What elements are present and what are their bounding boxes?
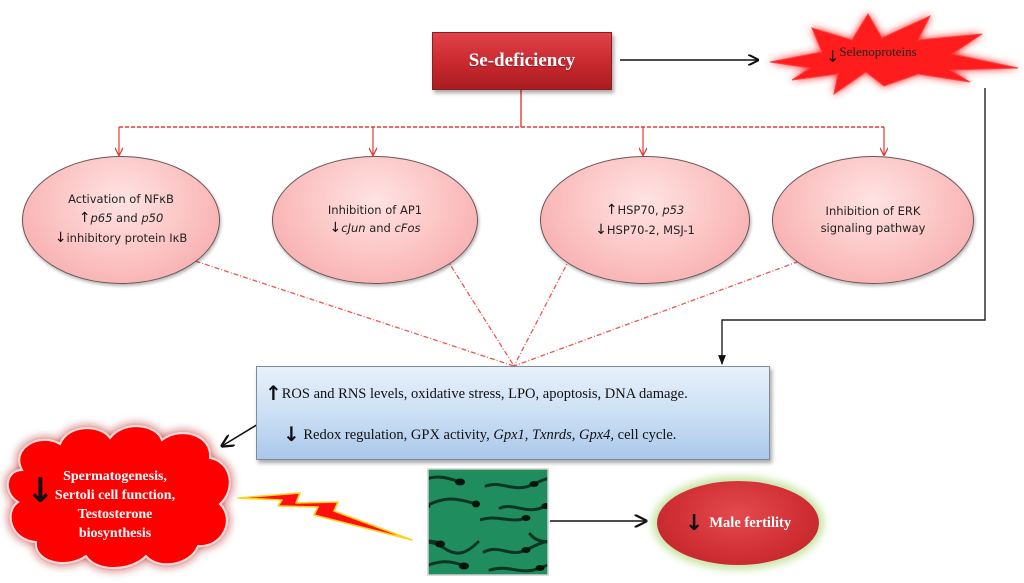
converge-line-nfkb	[185, 257, 515, 367]
text-fragment: Txnrds, Gpx4,	[532, 427, 615, 443]
text-fragment: and	[365, 221, 395, 236]
text-fragment: p65	[90, 211, 113, 226]
lightning-bolt-icon	[237, 492, 413, 541]
down-arrow-icon: ↓	[329, 220, 342, 237]
pathway-text-line: Activation of NFκB	[68, 191, 174, 208]
testis-effect-line: Spermatogenesis,	[63, 469, 167, 484]
up-arrow-icon: ↑	[265, 381, 282, 405]
down-arrow-icon: ↓	[283, 422, 300, 446]
converge-line-erk	[513, 257, 809, 367]
pathway-ellipse-hsp70: ↑HSP70, p53↓HSP70-2, MSJ-1	[540, 156, 750, 284]
selenoproteins-label: Selenoproteins	[839, 44, 917, 59]
text-fragment: ,	[524, 427, 533, 443]
pathway-text-line: ↓HSP70-2, MSJ-1	[595, 220, 695, 240]
pathway-ellipse-nfkb: Activation of NFκB↑p65 and p50↓inhibitor…	[22, 156, 220, 284]
text-fragment: and	[112, 211, 142, 226]
selenoproteins-to-effects-arrow	[718, 88, 986, 365]
pathway-text-line: signaling pathway	[821, 220, 926, 237]
text-fragment: Activation of NFκB	[68, 192, 174, 207]
male-fertility-ellipse: ↓ Male fertility	[657, 481, 819, 565]
pathway-ellipse-erk: Inhibition of ERK signaling pathway	[772, 156, 974, 284]
pathway-text-line: ↑p65 and p50	[79, 208, 164, 228]
se-deficiency-box: Se-deficiency	[432, 32, 612, 90]
down-arrow-icon: ↓	[684, 510, 704, 536]
converge-line-hsp70	[513, 257, 571, 367]
text-fragment: cJun	[341, 221, 366, 236]
down-arrow-icon: ↓	[595, 222, 607, 238]
text-fragment: HSP70,	[617, 202, 663, 217]
testis-effects-text: Spermatogenesis, Sertoli cell function, …	[40, 468, 190, 544]
testis-effects-cloud	[7, 425, 231, 569]
text-fragment: Inhibition of AP1	[327, 202, 423, 217]
pathway-ellipse-ap1: Inhibition of AP1↓cJun and cFos	[272, 156, 478, 284]
testis-effect-line: Testosterone	[77, 506, 153, 522]
text-fragment: HSP70-2, MSJ-1	[606, 223, 695, 237]
decreased-effects-text: Redox regulation, GPX activity, Gpx1, Tx…	[303, 427, 676, 443]
testis-effect-line: Sertoli cell function,	[54, 487, 176, 503]
testis-down-arrow-icon: ↓	[26, 471, 55, 511]
down-arrow-icon: ↓	[826, 47, 840, 66]
text-fragment: p50	[141, 211, 164, 226]
text-fragment: Redox regulation, GPX activity,	[303, 427, 494, 443]
increased-effects-text: ROS and RNS levels, oxidative stress, LP…	[281, 386, 688, 402]
text-fragment: cFos	[394, 221, 421, 236]
pathway-text-line: Inhibition of AP1	[328, 202, 422, 219]
cellular-effects-box: ↑ROS and RNS levels, oxidative stress, L…	[256, 366, 770, 460]
pathway-text-line: ↓cJun and cFos	[330, 218, 421, 238]
text-fragment: Gpx1	[493, 427, 525, 443]
sperm-micrograph-image	[427, 468, 549, 576]
up-arrow-icon: ↑	[78, 210, 91, 227]
se-deficiency-label: Se-deficiency	[468, 50, 576, 71]
increased-effects-line: ↑ROS and RNS levels, oxidative stress, L…	[265, 381, 688, 405]
male-fertility-label: Male fertility	[709, 514, 792, 531]
text-fragment: cell cycle.	[614, 427, 677, 443]
up-arrow-icon: ↑	[605, 201, 618, 218]
pathway-text-line: Inhibition of ERK	[826, 203, 921, 220]
down-arrow-icon: ↓	[54, 230, 67, 247]
pathway-text-line: ↑HSP70, p53	[606, 200, 685, 220]
testis-effect-line: biosynthesis	[78, 525, 152, 541]
selenoproteins-burst	[769, 13, 1019, 96]
text-fragment: signaling pathway	[820, 221, 926, 235]
text-fragment: Inhibition of ERK	[825, 204, 921, 219]
text-fragment: p53	[662, 202, 685, 217]
decreased-effects-line: ↓ Redox regulation, GPX activity, Gpx1, …	[283, 422, 676, 446]
converge-line-ap1	[445, 257, 515, 367]
text-fragment: inhibitory protein IκB	[66, 231, 188, 246]
pathway-text-line: ↓inhibitory protein IκB	[55, 228, 188, 248]
selenoproteins-label-group: ↓Selenoproteins	[826, 44, 956, 66]
